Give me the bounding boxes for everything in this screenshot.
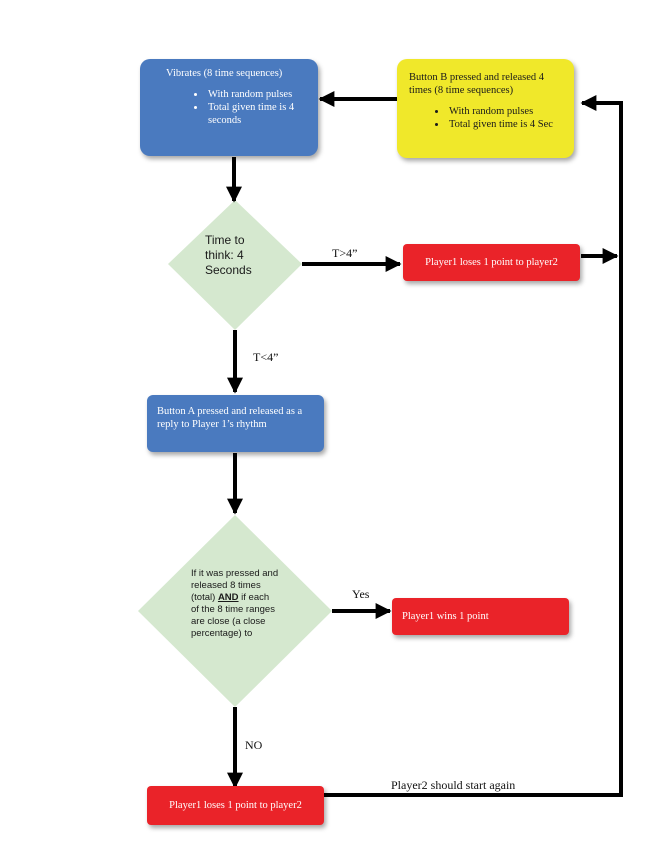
label-no: NO <box>245 738 263 752</box>
check-diamond-shape <box>138 515 332 707</box>
button-b-box: Button B pressed and released 4 times (8… <box>397 59 574 158</box>
check-text-before: If it was pressed and released 8 times (… <box>191 568 279 603</box>
check-text-bold: AND <box>217 592 239 603</box>
label-t-less: T<4” <box>253 350 279 364</box>
think-diamond-shape <box>168 200 302 330</box>
vibrates-box: Vibrates (8 time sequences) With random … <box>140 59 318 156</box>
label-t-greater: T>4” <box>332 246 358 260</box>
check-diamond-text: If it was pressed and released 8 times (… <box>191 568 279 640</box>
loses-box-bottom: Player1 loses 1 point to player2 <box>147 786 324 825</box>
vibrates-bullet: Total given time is 4 seconds <box>206 101 308 127</box>
vibrates-title: Vibrates (8 time sequences) <box>166 68 283 79</box>
loop-back-connector <box>580 95 623 795</box>
button-b-title: Button B pressed and released 4 times (8… <box>409 72 545 96</box>
button-b-bullet: With random pulses <box>447 105 566 118</box>
wins-box: Player1 wins 1 point <box>392 598 569 635</box>
button-b-bullet: Total given time is 4 Sec <box>447 118 566 131</box>
label-restart: Player2 should start again <box>391 778 516 792</box>
check-text-after: if each of the 8 time ranges are close (… <box>191 592 275 639</box>
think-diamond-text: Time to think: 4 Seconds <box>205 233 252 277</box>
button-b-bullets: With random pulses Total given time is 4… <box>409 105 566 131</box>
loses-bottom-text: Player1 loses 1 point to player2 <box>169 800 302 811</box>
vibrates-bullet: With random pulses <box>206 88 308 101</box>
loses-box-top: Player1 loses 1 point to player2 <box>403 244 580 281</box>
button-a-text: Button A pressed and released as a reply… <box>157 406 303 430</box>
button-a-box: Button A pressed and released as a reply… <box>147 395 324 452</box>
vibrates-bullets: With random pulses Total given time is 4… <box>166 88 308 127</box>
wins-text: Player1 wins 1 point <box>402 611 489 622</box>
label-yes: Yes <box>352 587 370 601</box>
loses-top-text: Player1 loses 1 point to player2 <box>425 257 558 268</box>
